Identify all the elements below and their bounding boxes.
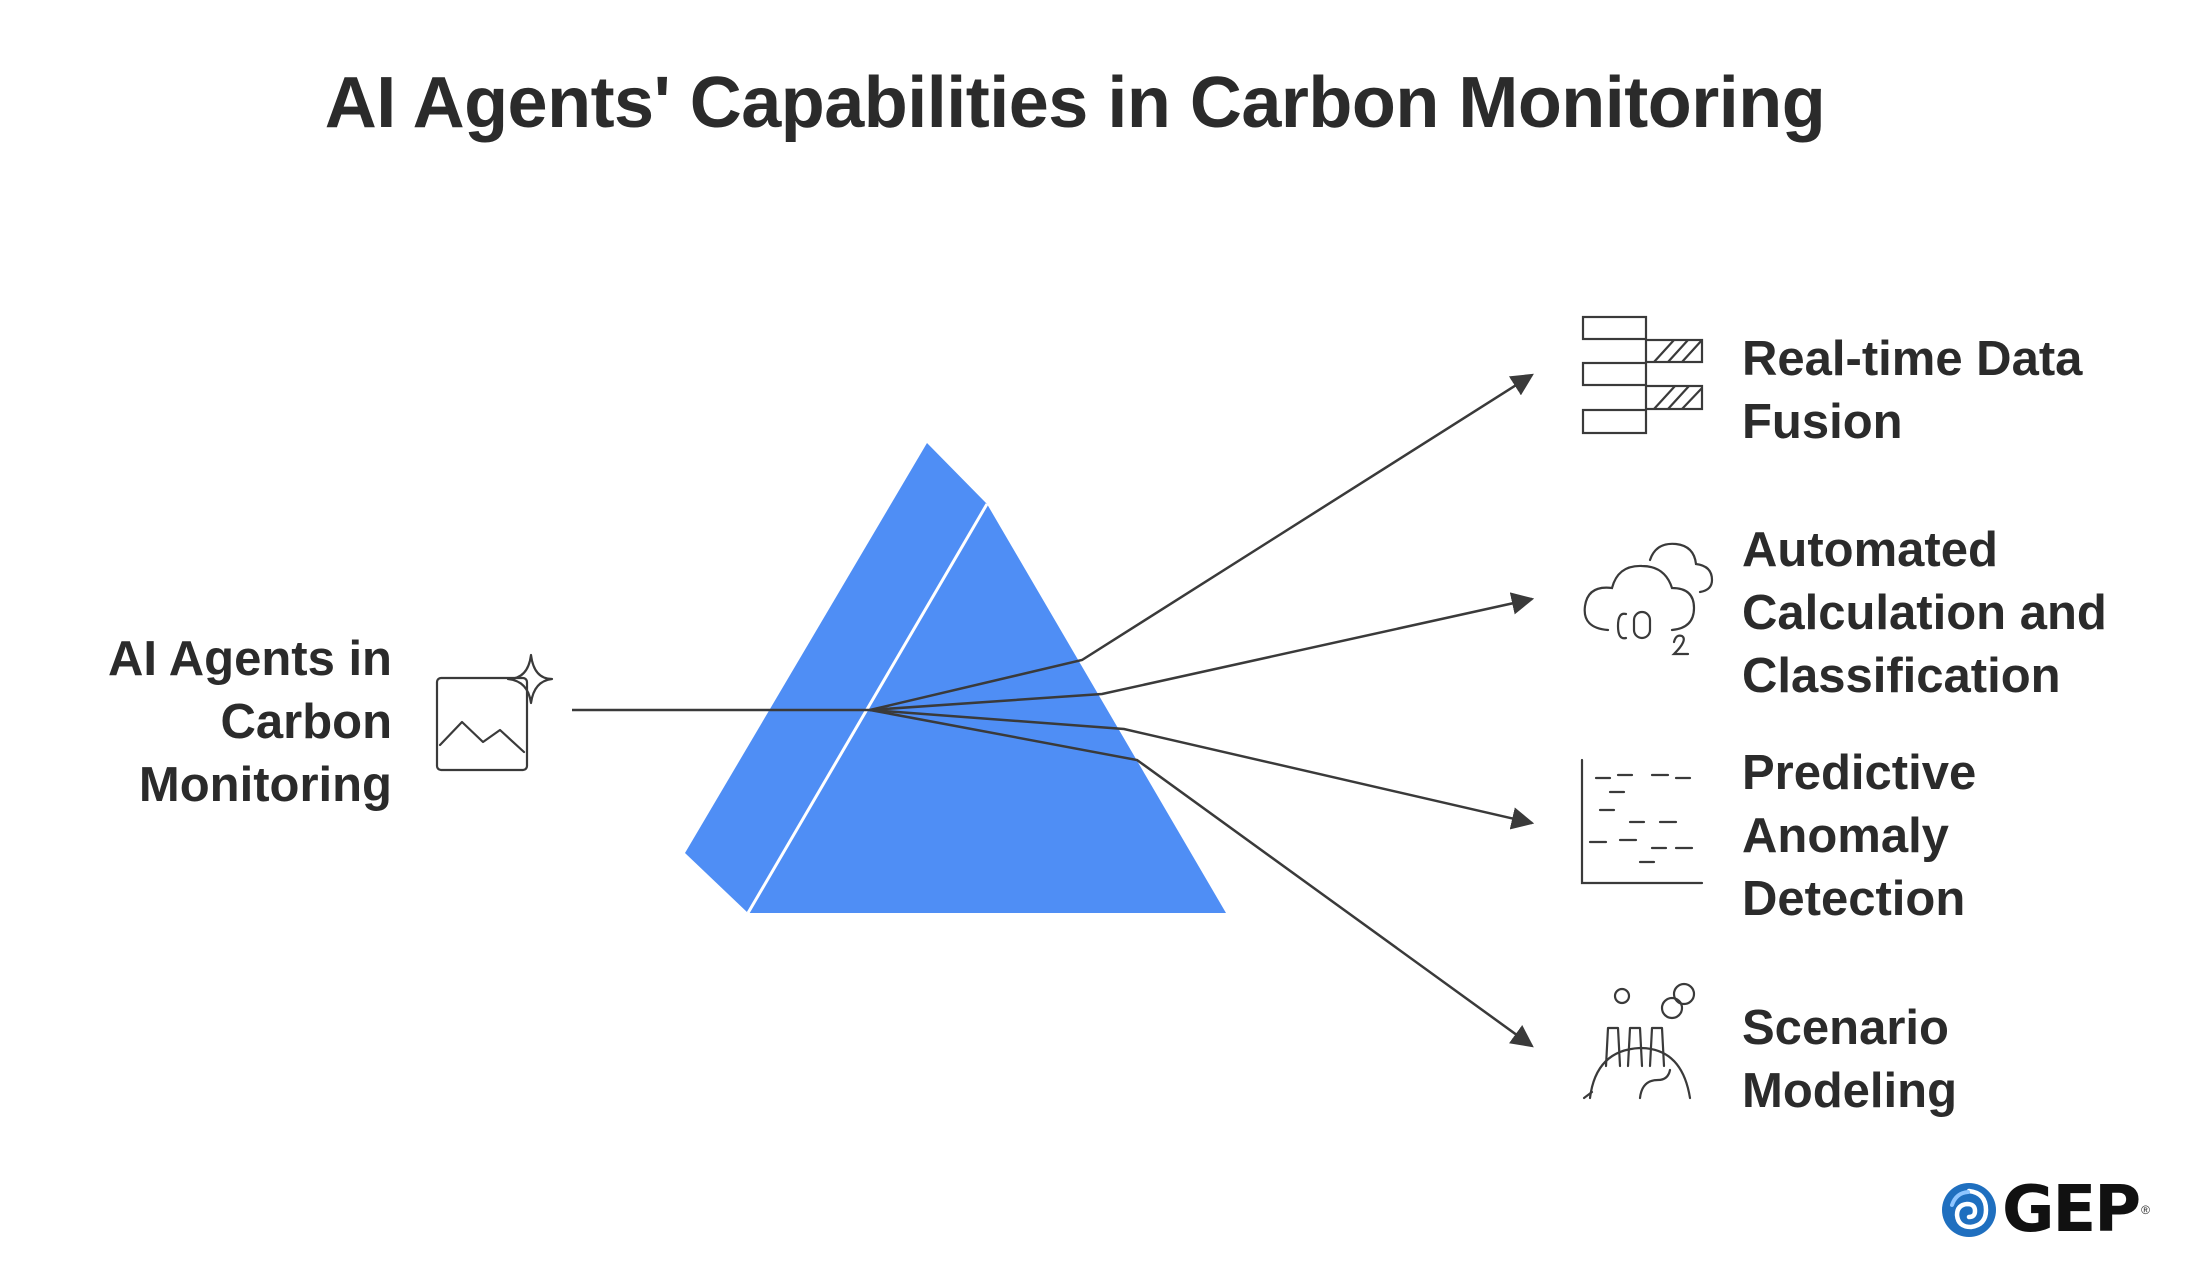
capability-label-line: Real-time Data: [1742, 332, 2083, 386]
source-label-line: AI Agents in: [107, 632, 392, 686]
source-label-line: Carbon: [220, 695, 393, 749]
source-label: AI Agents in Carbon Monitoring: [108, 628, 392, 817]
capability-label-line: Detection: [1742, 872, 1966, 926]
gep-logo: GEP ®: [1940, 1178, 2150, 1242]
capability-label-line: Classification: [1742, 649, 2061, 703]
ray-4: [869, 708, 1534, 1048]
ray-3: [869, 708, 1535, 830]
capability-label-line: Scenario: [1742, 1001, 1949, 1055]
source-label-line: Monitoring: [138, 758, 392, 812]
prism: [685, 443, 1226, 914]
image-sparkle-icon: [435, 653, 554, 772]
capability-label-line: Anomaly: [1742, 809, 1949, 863]
prism-face-front: [748, 504, 1226, 913]
factory-earth-icon: [1582, 982, 1696, 1100]
gep-swirl-icon: [1942, 1183, 1996, 1237]
capability-label-calculation: Automated Calculation and Classification: [1742, 519, 2107, 708]
prism-edge: [746, 503, 989, 914]
logo-registered-mark: ®: [2141, 1203, 2150, 1217]
capability-label-line: Predictive: [1742, 746, 1977, 800]
page-title: AI Agents' Capabilities in Carbon Monito…: [324, 63, 1826, 143]
ray-2: [869, 592, 1535, 712]
ray-1: [869, 373, 1534, 712]
co2-cloud-icon: [1583, 542, 1714, 656]
logo-text: GEP: [2002, 1173, 2141, 1247]
prism-face-left: [685, 443, 987, 913]
anomaly-chart-icon: [1580, 758, 1704, 885]
capability-label-scenario: Scenario Modeling: [1742, 997, 1957, 1123]
capability-label-line: Calculation and: [1742, 586, 2107, 640]
capability-label-anomaly: Predictive Anomaly Detection: [1742, 742, 1976, 931]
capability-label-line: Modeling: [1742, 1064, 1958, 1118]
capability-label-line: Automated: [1742, 523, 1998, 577]
capability-label-data-fusion: Real-time Data Fusion: [1742, 328, 2082, 454]
capability-label-line: Fusion: [1742, 395, 1903, 449]
data-bars-icon: [1581, 315, 1704, 435]
